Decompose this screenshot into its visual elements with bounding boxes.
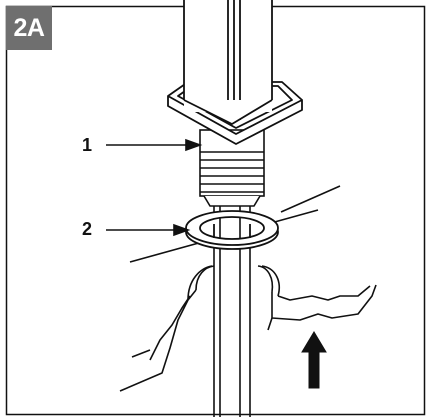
pipe-through-ring <box>219 218 241 238</box>
up-arrow <box>301 331 327 389</box>
callout-label-1: 1 <box>82 135 93 155</box>
callout-2-arrow <box>106 223 191 237</box>
callout-label-2: 2 <box>82 219 93 239</box>
callout-1-arrow <box>106 138 203 152</box>
upper-post <box>183 0 273 126</box>
figure-badge: 2A <box>6 6 52 50</box>
washer-ring <box>185 210 279 250</box>
